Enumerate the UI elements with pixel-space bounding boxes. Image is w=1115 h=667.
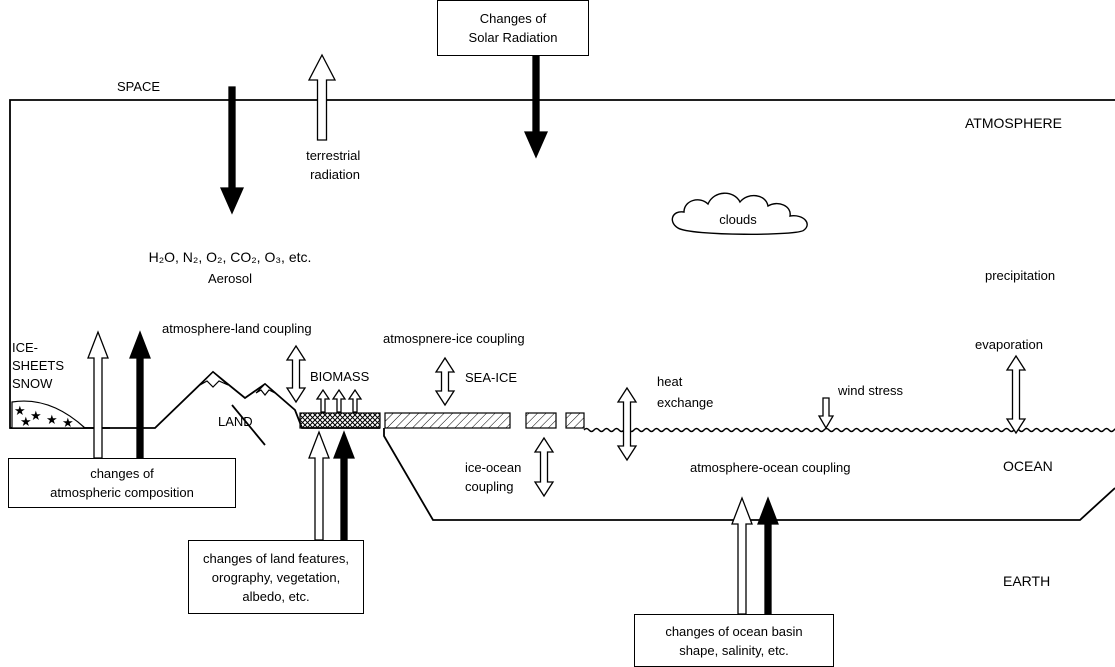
land-features-box: changes of land features, orography, veg… (188, 540, 364, 614)
ocean-label: OCEAN (1003, 458, 1053, 474)
aerosol-label: Aerosol (208, 271, 252, 286)
composition-hollow-arrow (87, 330, 109, 459)
solar-radiation-arrow (524, 55, 548, 159)
atmosphere-ice-coupling-label: atmospnere-ice coupling (383, 331, 525, 346)
mountain-snowcap (199, 371, 229, 388)
ocean-basin-black-arrow (757, 496, 779, 615)
terrestrial-radiation-label: terrestrial radiation (306, 148, 364, 182)
atmosphere-land-coupling-arrow (285, 344, 307, 404)
precipitation-label: precipitation (985, 268, 1055, 283)
svg-text:★: ★ (14, 403, 26, 418)
atmosphere-ice-coupling-arrow (434, 356, 456, 407)
wind-stress-arrow (817, 397, 835, 430)
sea-ice-block (384, 412, 511, 429)
mountain-snowcap (255, 383, 276, 396)
land-label: LAND (218, 414, 253, 429)
sea-ice-block (525, 412, 557, 429)
biomass-layer (299, 412, 381, 429)
land-features-black-arrow (333, 430, 355, 541)
atmosphere-label: ATMOSPHERE (965, 115, 1062, 131)
evaporation-label: evaporation (975, 337, 1043, 352)
space-label: SPACE (117, 79, 160, 94)
wind-stress-label: wind stress (837, 383, 904, 398)
terrestrial-radiation-arrow (307, 53, 337, 141)
svg-text:★: ★ (46, 412, 58, 427)
evaporation-arrow (1005, 354, 1027, 435)
atmospheric-composition-box: changes of atmospheric composition (8, 458, 236, 508)
ocean-basin (383, 428, 1115, 521)
sea-ice-label: SEA-ICE (465, 370, 517, 385)
ocean-basin-box: changes of ocean basin shape, salinity, … (634, 614, 834, 667)
biomass-small-arrow (331, 388, 347, 413)
cloud-shape (671, 192, 808, 235)
ice-sheets-snow-label: ICE- SHEETS SNOW (12, 340, 68, 391)
atmosphere-land-coupling-label: atmosphere-land coupling (162, 321, 312, 336)
ice-sheet (11, 400, 87, 429)
land-features-hollow-arrow (308, 430, 330, 541)
ocean-surface (583, 427, 1115, 433)
sea-ice-block (565, 412, 585, 429)
ocean-basin-hollow-arrow (731, 496, 753, 615)
ice-ocean-coupling-arrow (533, 436, 555, 498)
biomass-small-arrow (315, 388, 331, 413)
land-cliff (231, 404, 266, 446)
atmosphere-ocean-coupling-label: atmosphere-ocean coupling (690, 460, 850, 475)
earth-label: EARTH (1003, 573, 1050, 589)
svg-text:★: ★ (30, 408, 42, 423)
gases-label: H₂O, N₂, O₂, CO₂, O₃, etc. (149, 249, 312, 265)
heat-exchange-arrow (616, 386, 638, 462)
heat-exchange-label: heat exchange (657, 374, 713, 410)
composition-black-arrow (129, 330, 151, 459)
clouds-label: clouds (719, 212, 757, 227)
ice-stars: ★★★ ★★ (14, 403, 74, 430)
biomass-label: BIOMASS (310, 369, 370, 384)
incoming-radiation-arrow (220, 86, 244, 215)
biomass-small-arrow (347, 388, 363, 413)
svg-text:★: ★ (20, 414, 32, 429)
solar-radiation-box: Changes of Solar Radiation (437, 0, 589, 56)
svg-text:★: ★ (62, 415, 74, 430)
ice-ocean-coupling-label: ice-ocean coupling (465, 460, 525, 494)
